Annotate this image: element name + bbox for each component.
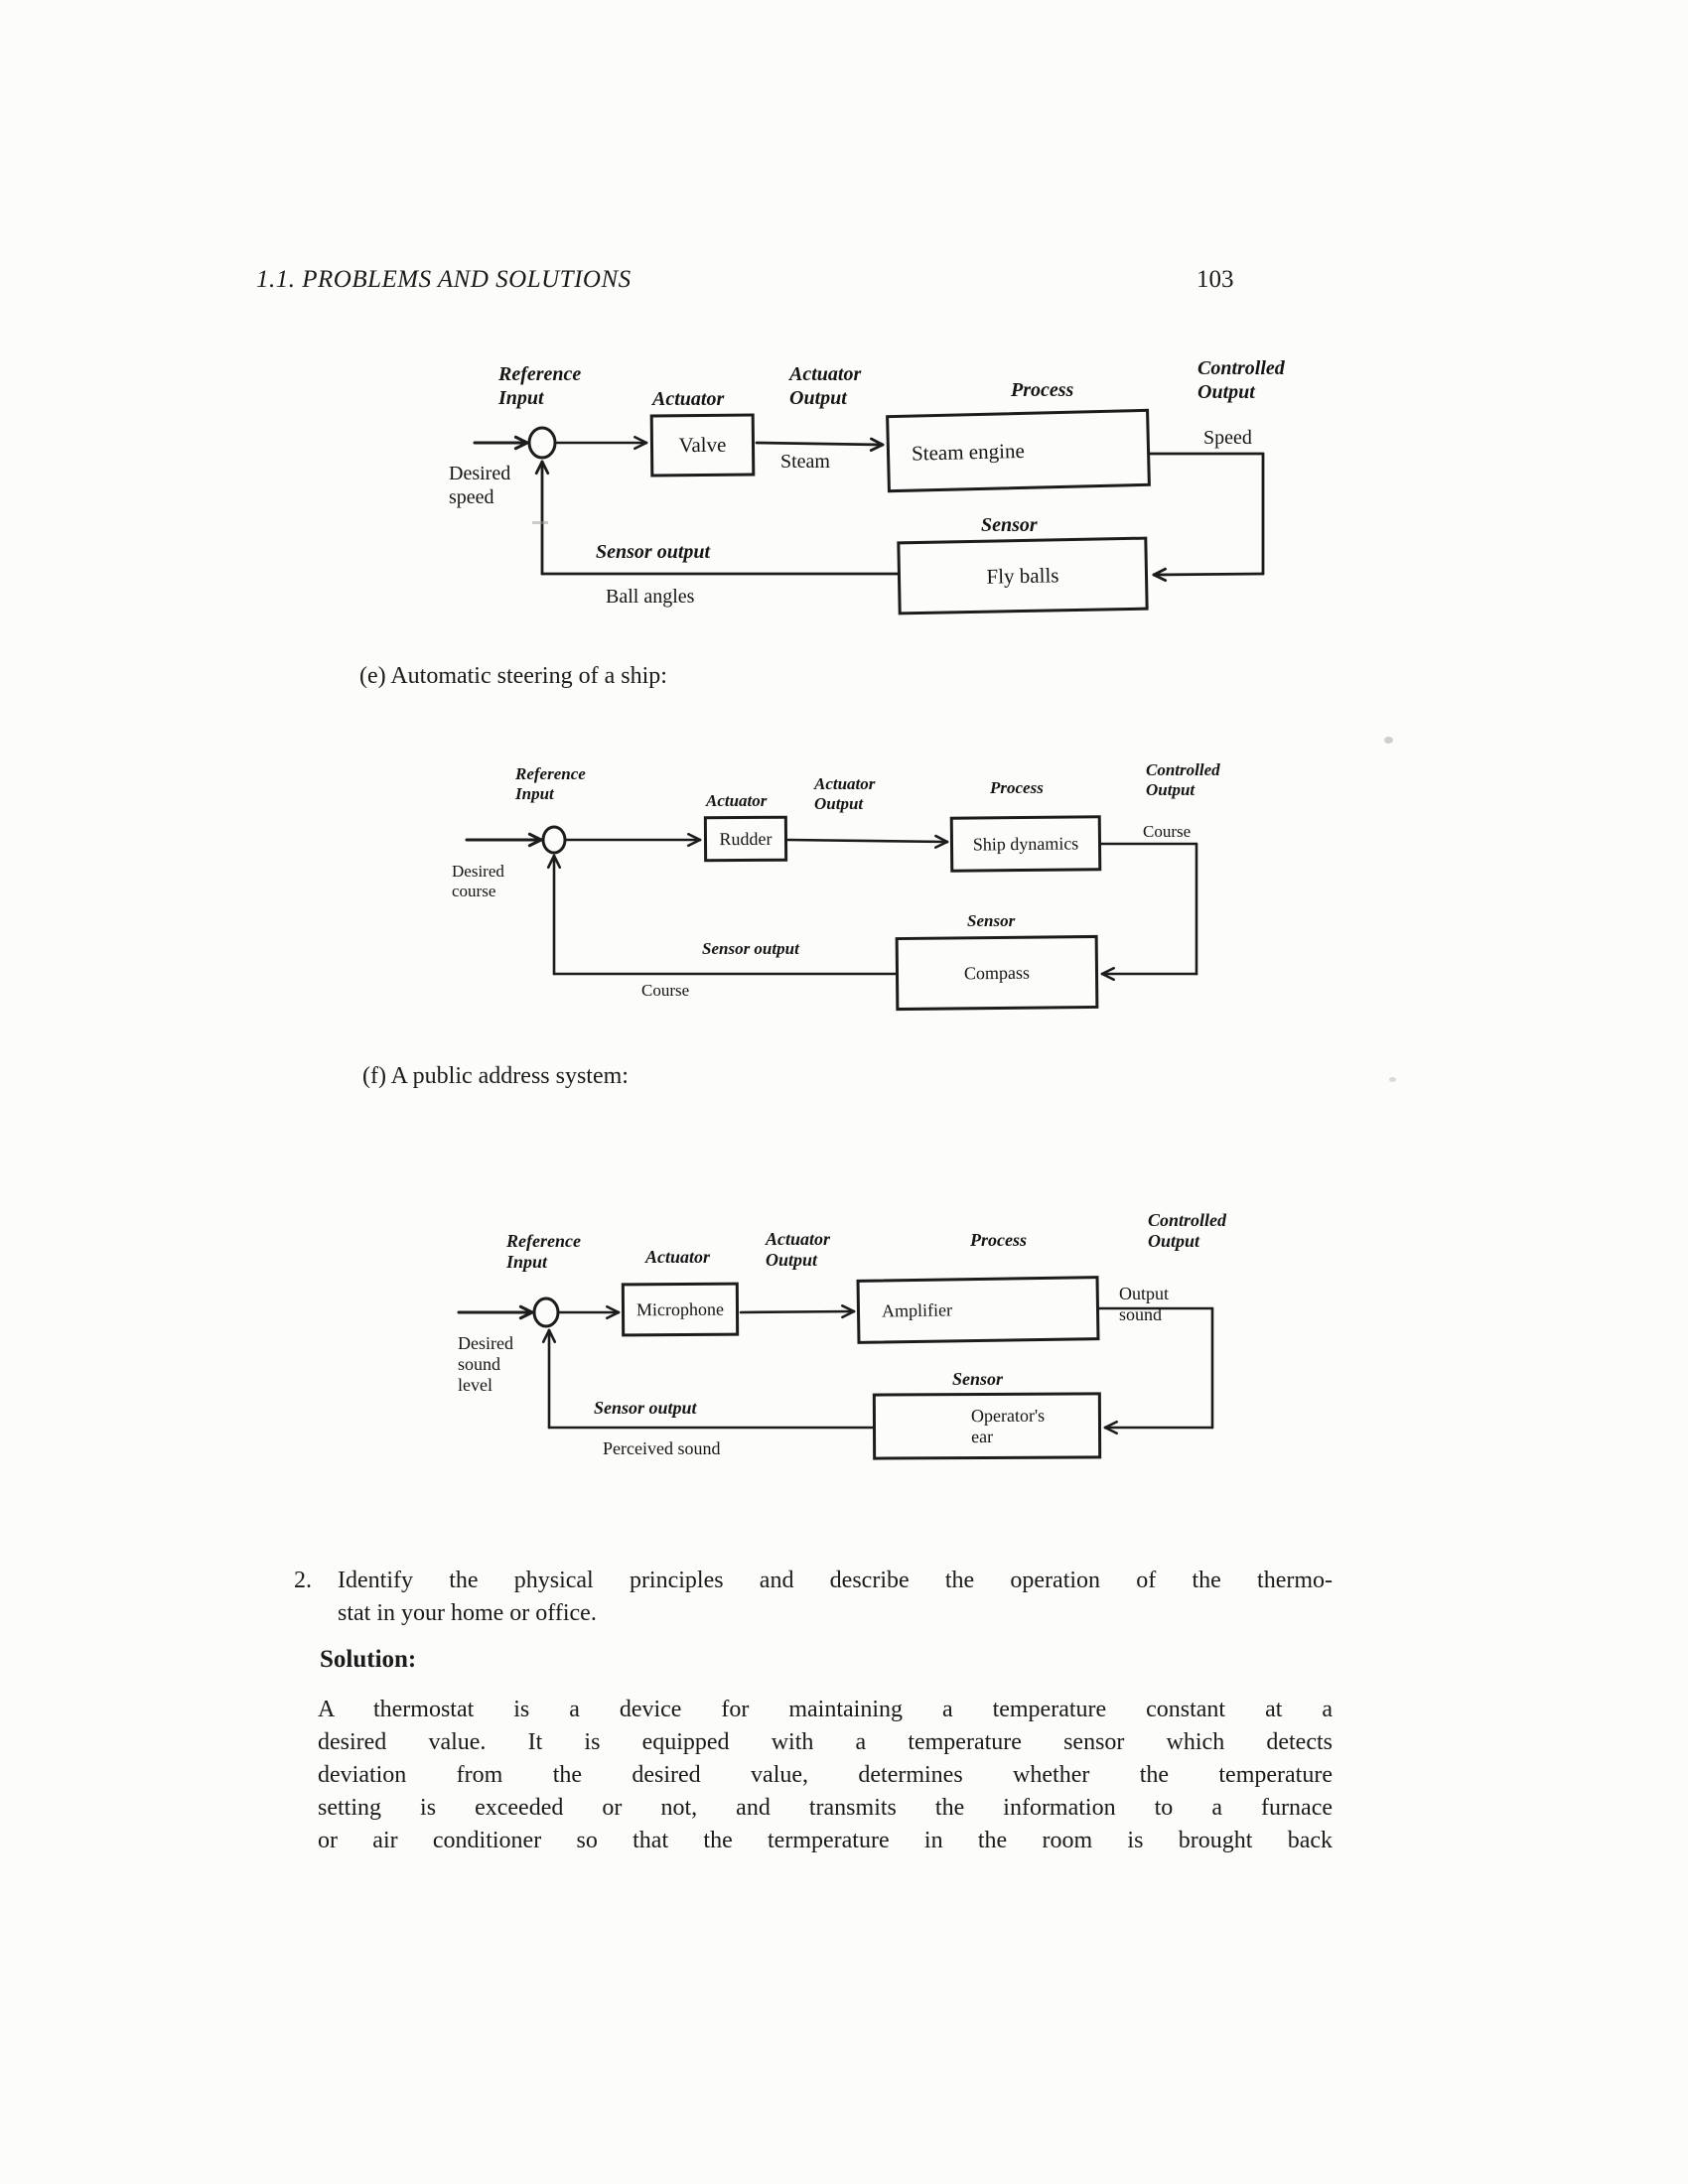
scan-artifact-dot — [1384, 737, 1393, 744]
problem-2-number: 2. — [294, 1568, 312, 1593]
steam-engine-speed-control-box-valve: Valve — [649, 413, 756, 478]
steam-engine-speed-control-label-steam: Steam — [780, 451, 830, 473]
steam-engine-speed-control-label-sensor-output: Sensor output — [596, 541, 711, 563]
public-address-system-box-microphone: Microphone — [621, 1282, 740, 1337]
problem-2: 2. Identify the physical principles and … — [294, 1565, 1333, 1630]
ship-steering-control-label-actuator: Actuator — [706, 791, 768, 810]
scan-artifact-dot — [1389, 1077, 1396, 1082]
ship-steering-control-label-sensor: Sensor — [967, 911, 1016, 930]
solution-line: A thermostat is a device for maintaining… — [318, 1697, 1333, 1722]
ship-steering-control-label-course-right: Course — [1143, 822, 1192, 841]
scan-artifact-dash — [532, 521, 548, 524]
steam-engine-speed-control-box-fly-balls: Fly balls — [897, 536, 1149, 615]
steam-engine-speed-control-label-ball-angles: Ball angles — [606, 586, 695, 608]
public-address-system-label-perceived-sound: Perceived sound — [603, 1438, 721, 1458]
public-address-system-summing-junction — [532, 1297, 560, 1328]
page-number: 103 — [1196, 266, 1234, 293]
ship-steering-control-box-rudder: Rudder — [703, 815, 788, 863]
ship-steering-control-label-controlled-output: Controlled Output — [1146, 760, 1220, 800]
solution-line: deviation from the desired value, determ… — [318, 1762, 1333, 1788]
steam-engine-speed-control-label-actuator-output: Actuator Output — [789, 363, 862, 409]
solution-paragraph: A thermostat is a device for maintaining… — [318, 1694, 1333, 1857]
steam-engine-speed-control-box-steam-engine: Steam engine — [886, 408, 1151, 493]
public-address-system-label-actuator: Actuator — [645, 1247, 711, 1267]
steam-engine-speed-control-label-desired-speed: Desired speed — [449, 463, 511, 508]
steam-engine-speed-control-label-controlled-output: Controlled Output — [1197, 357, 1285, 403]
caption-e: (e) Automatic steering of a ship: — [359, 663, 667, 689]
ship-steering-control-label-desired-course: Desired course — [452, 862, 504, 901]
solution-line: setting is exceeded or not, and transmit… — [318, 1795, 1333, 1821]
ship-steering-control-summing-junction — [541, 825, 567, 855]
ship-steering-control-box-ship-dynamics: Ship dynamics — [949, 815, 1102, 873]
steam-engine-speed-control-label-reference-input: Reference Input — [498, 363, 582, 409]
ship-steering-control-label-sensor-output: Sensor output — [702, 939, 799, 958]
ship-steering-control-label-reference-input: Reference Input — [515, 764, 586, 804]
public-address-system-label-sensor-output: Sensor output — [594, 1398, 697, 1418]
public-address-system-box-operators-ear: Operator's ear — [872, 1392, 1102, 1460]
steam-engine-speed-control-label-actuator: Actuator — [652, 388, 725, 410]
solution-heading: Solution: — [320, 1646, 417, 1673]
caption-f: (f) A public address system: — [362, 1063, 629, 1089]
page-header: 1.1. PROBLEMS AND SOLUTIONS — [256, 266, 632, 293]
ship-steering-control-label-process: Process — [990, 778, 1044, 797]
ship-steering-control-label-actuator-output: Actuator Output — [814, 774, 876, 814]
steam-engine-speed-control-label-sensor: Sensor — [981, 514, 1038, 536]
public-address-system-box-amplifier: Amplifier — [856, 1276, 1100, 1344]
solution-line: desired value. It is equipped with a tem… — [318, 1729, 1333, 1755]
public-address-system-label-actuator-output: Actuator Output — [766, 1229, 831, 1271]
public-address-system-label-process: Process — [970, 1230, 1027, 1250]
ship-steering-control-box-compass: Compass — [895, 934, 1099, 1012]
steam-engine-speed-control-summing-junction — [527, 426, 557, 460]
public-address-system-label-sensor: Sensor — [952, 1369, 1004, 1389]
steam-engine-speed-control-label-process: Process — [1011, 379, 1074, 401]
ship-steering-control-label-course-bottom: Course — [641, 981, 690, 1000]
public-address-system-label-output-sound: Output sound — [1119, 1284, 1170, 1325]
steam-engine-speed-control-label-speed: Speed — [1203, 427, 1252, 449]
problem-2-line-1: Identify the physical principles and des… — [338, 1568, 1333, 1593]
public-address-system-label-controlled-output: Controlled Output — [1148, 1210, 1227, 1252]
public-address-system-label-reference-input: Reference Input — [506, 1231, 581, 1273]
public-address-system-label-desired-sound-level: Desired sound level — [458, 1333, 513, 1396]
solution-line: or air conditioner so that the termperat… — [318, 1828, 1333, 1853]
problem-2-line-2: stat in your home or office. — [338, 1600, 597, 1626]
